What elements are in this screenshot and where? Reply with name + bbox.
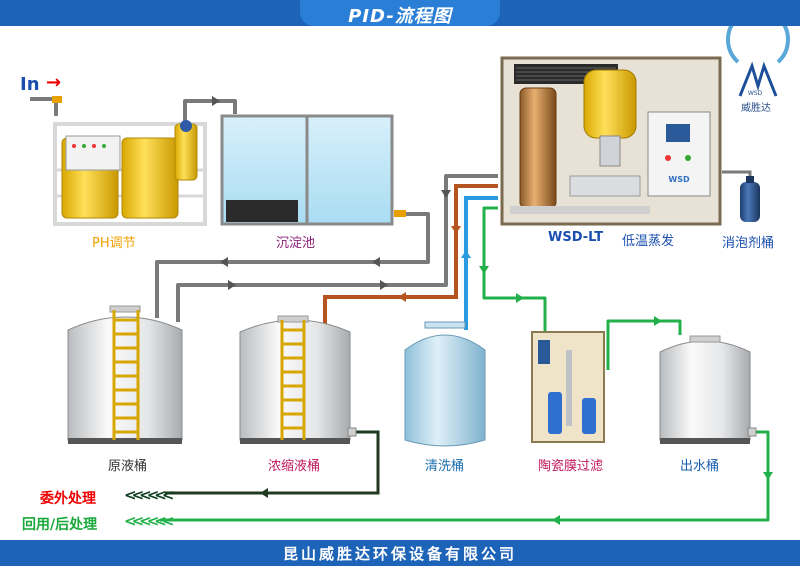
logo-mark [738,61,778,97]
evaporator-to-ceramic-pipe [482,206,547,334]
arrow [220,257,228,267]
input-arrow-icon: → [46,72,62,93]
arrow [441,190,451,198]
hmi-screen [666,124,690,142]
arrow [461,250,471,258]
blue-column [582,398,596,434]
output-outsource: 委外处理 [40,491,96,507]
title-bar [0,0,800,26]
inlet-valve [52,96,62,103]
base-rail [510,206,650,214]
page-title: PID-流程图 [348,6,452,27]
pump [180,120,192,132]
defoamer-tank [740,176,760,222]
ladder [280,320,306,440]
pipe-bundle [569,175,641,197]
label-evaporator: 低温蒸发 [622,234,675,249]
sedimentation-tank [220,114,406,226]
wash-tank [404,321,486,447]
evaporator-machine: WSD [500,56,722,226]
label-raw-tank: 原液桶 [108,459,148,474]
control-box [65,135,121,171]
label-ceramic-filter: 陶瓷膜过滤 [538,459,604,474]
ceramic-filter-unit [531,331,605,443]
process-diagram: WSD [30,26,790,525]
arrow [516,293,524,303]
chevron-left-icon: <<<<<< [124,512,174,530]
panel-display [538,340,550,364]
gray-pipe [566,350,572,426]
arrow [212,96,220,106]
indicator-lights [72,144,106,148]
logo-text: 威胜达 [741,103,771,114]
outlet-valve [347,427,357,437]
label-evaporator-model: WSD-LT [548,230,604,245]
label-ph-adjust: PH调节 [92,236,136,251]
input-label: In [20,74,40,95]
yellow-vessel [583,69,637,139]
vessel-outlet [599,135,621,167]
chevron-left-icon: <<<<<< [124,486,174,504]
ladder [112,310,140,440]
arrow [654,316,662,326]
evaporator-to-raw-pipe [176,174,498,322]
outlet-tank [659,335,757,444]
concentrate-tank [239,315,357,444]
output-reuse: 回用/后处理 [22,517,98,533]
copper-column [519,87,557,209]
outlet-to-reuse-pipe [160,430,770,522]
label-defoamer: 消泡剂桶 [722,236,775,251]
arrow [260,488,268,498]
ceramic-to-outlet-pipe [606,319,682,370]
footer-bar [0,540,800,566]
green-arrows [479,266,773,525]
ph-to-sediment-pipe [183,99,237,128]
outlet-valve [747,427,757,437]
yellow-tank [121,137,179,219]
label-concentrate-tank: 浓缩液桶 [268,459,321,474]
logo-arc [726,26,790,64]
brown-pipe [323,184,498,326]
raw-liquid-tank [67,305,183,444]
label-sedimentation: 沉淀池 [276,236,316,251]
company-logo [726,26,790,97]
outlet-valve [394,210,406,217]
blue-pipe [464,196,498,330]
label-outlet-tank: 出水桶 [680,459,720,474]
label-wash-tank: 清洗桶 [425,459,465,474]
indicator [665,155,671,161]
indicator [685,155,691,161]
arrow [380,280,388,290]
arrow [228,280,236,290]
arrow [398,292,406,302]
ph-adjust-unit [52,96,207,226]
sludge [226,200,298,222]
footer-company: 昆山威胜达环保设备有限公司 [282,545,517,563]
sediment-outlet-pipe [155,212,430,318]
frame [53,122,207,226]
blue-column [548,392,562,434]
arrow [552,515,560,525]
arrow [479,266,489,274]
dosing-tank [174,123,198,181]
machine-badge: WSD [668,175,690,184]
arrow [451,226,461,234]
arrow [763,472,773,480]
arrow [372,257,380,267]
gray-arrows [212,96,451,290]
logo-small-text: WSD [747,90,763,97]
defoamer-pipe [722,170,752,182]
title-tab [300,0,500,26]
concentrate-outflow-pipe [165,430,380,495]
